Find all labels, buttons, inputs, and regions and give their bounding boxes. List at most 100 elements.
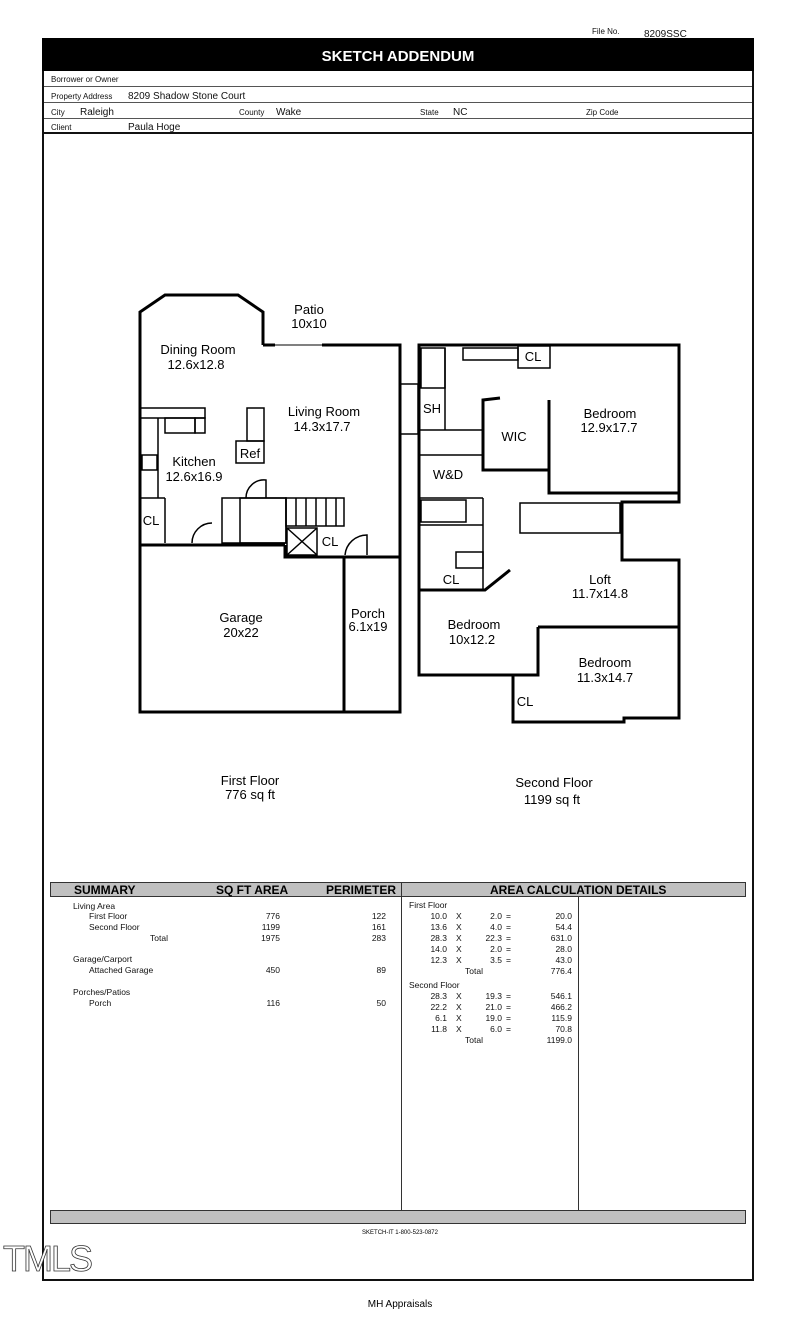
calc-eq: = (506, 1024, 511, 1034)
state-label: State (420, 108, 439, 117)
second-total-label: Total (465, 1035, 483, 1045)
calc-area: 546.1 (550, 991, 572, 1001)
calc-area: 115.9 (551, 1013, 572, 1023)
calc-eq: = (506, 911, 511, 921)
second-floor-details-label: Second Floor (409, 980, 460, 990)
calc-x: X (456, 1002, 462, 1012)
room-dims-bedroom-1: 12.9x17.7 (580, 420, 637, 435)
room-dims-kitchen: 12.6x16.9 (165, 469, 222, 484)
calc-area: 70.8 (555, 1024, 572, 1034)
room-name-garage: Garage (219, 610, 262, 625)
perimeter-header: PERIMETER (326, 883, 397, 897)
calc-x: X (456, 944, 462, 954)
first-floor-caption: First Floor (221, 773, 280, 788)
sqft-header: SQ FT AREA (216, 883, 289, 897)
porch-label: Porch (89, 998, 112, 1008)
second-floor-area: 1199 sq ft (524, 792, 581, 807)
company-name: MH Appraisals (367, 1299, 433, 1310)
summary-row-perimeter: 161 (371, 922, 386, 932)
room-name-bedroom-3: Bedroom (579, 655, 632, 670)
first-floor-area: 776 sq ft (225, 787, 275, 802)
summary-row-perimeter: 122 (371, 911, 386, 921)
calc-width: 2.0 (490, 944, 502, 954)
footer-bar (50, 1210, 746, 1224)
divider (578, 896, 579, 1210)
summary-row-perimeter: 283 (371, 933, 386, 943)
calc-eq: = (506, 944, 511, 954)
room-name-dining: Dining Room (160, 342, 235, 357)
shower-label: SH (423, 401, 441, 416)
calc-x: X (456, 991, 462, 1001)
city-row (44, 103, 752, 119)
room-name-porch: Porch (351, 606, 385, 621)
second-floor-fixtures (419, 345, 621, 590)
calc-length: 28.3 (430, 991, 447, 1001)
address-row (44, 87, 752, 103)
calc-width: 19.0 (485, 1013, 502, 1023)
room-dims-patio: 10x10 (291, 316, 326, 331)
room-dims-loft: 11.7x14.8 (572, 586, 628, 601)
summary-header: SUMMARY (74, 883, 136, 897)
room-dims-living: 14.3x17.7 (293, 419, 350, 434)
client-label: Client (51, 123, 72, 132)
second-floor-walls (417, 343, 681, 724)
first-floor-walls (138, 293, 402, 714)
summary-row-area: 776 (265, 911, 280, 921)
calc-x: X (456, 933, 462, 943)
city-value: Raleigh (80, 107, 114, 118)
room-name-bedroom-2: Bedroom (448, 617, 501, 632)
garage-group-label: Garage/Carport (73, 954, 133, 964)
calc-width: 22.3 (485, 933, 502, 943)
garage-label: Attached Garage (89, 965, 154, 975)
summary-row-label: First Floor (89, 911, 128, 921)
details-header: AREA CALCULATION DETAILS (490, 883, 667, 897)
second-total: 1199.0 (546, 1035, 572, 1045)
calc-eq: = (506, 991, 511, 1001)
calc-eq: = (506, 1002, 511, 1012)
client-row (44, 119, 752, 134)
calc-x: X (456, 922, 462, 932)
closet-label: CL (517, 694, 534, 709)
porch-group-label: Porches/Patios (73, 987, 131, 997)
calc-eq: = (506, 922, 511, 932)
washer-dryer-label: W&D (433, 467, 463, 482)
calc-length: 10.0 (430, 911, 447, 921)
ref-label: Ref (240, 446, 261, 461)
city-label: City (51, 108, 65, 117)
first-total: 776.4 (550, 966, 572, 976)
calc-length: 22.2 (430, 1002, 447, 1012)
calc-eq: = (506, 1013, 511, 1023)
calc-width: 19.3 (485, 991, 502, 1001)
county-value: Wake (276, 107, 302, 118)
calc-width: 2.0 (490, 911, 502, 921)
calc-length: 14.0 (430, 944, 447, 954)
summary-row-area: 1199 (261, 922, 280, 932)
file-no-label: File No. (592, 27, 620, 36)
garage-perimeter: 89 (376, 965, 386, 975)
room-dims-bedroom-2: 10x12.2 (449, 632, 495, 647)
borrower-row (44, 72, 752, 87)
closet-label: CL (443, 572, 460, 587)
calc-width: 21.0 (485, 1002, 502, 1012)
calc-area: 20.0 (555, 911, 572, 921)
summary-row-label: Total (150, 933, 168, 943)
calc-length: 6.1 (435, 1013, 447, 1023)
form-title: SKETCH ADDENDUM (42, 38, 754, 71)
closet-label: CL (525, 349, 542, 364)
first-total-label: Total (465, 966, 483, 976)
address-value: 8209 Shadow Stone Court (128, 91, 246, 102)
state-value: NC (453, 107, 468, 118)
file-no: 8209SSC (644, 29, 687, 40)
tmls-watermark: TMLS (3, 1238, 94, 1280)
floor-plan-sketch: Patio 10x10 Dining Room 12.6x12.8 Living… (138, 293, 681, 807)
calc-area: 631.0 (550, 933, 572, 943)
second-floor-caption: Second Floor (515, 775, 593, 790)
room-name-living: Living Room (288, 404, 360, 419)
room-name-loft: Loft (589, 572, 611, 587)
summary-header-bar (50, 882, 746, 897)
room-name-kitchen: Kitchen (172, 454, 215, 469)
calc-width: 6.0 (490, 1024, 502, 1034)
calc-x: X (456, 1024, 462, 1034)
porch-area: 116 (266, 998, 280, 1008)
